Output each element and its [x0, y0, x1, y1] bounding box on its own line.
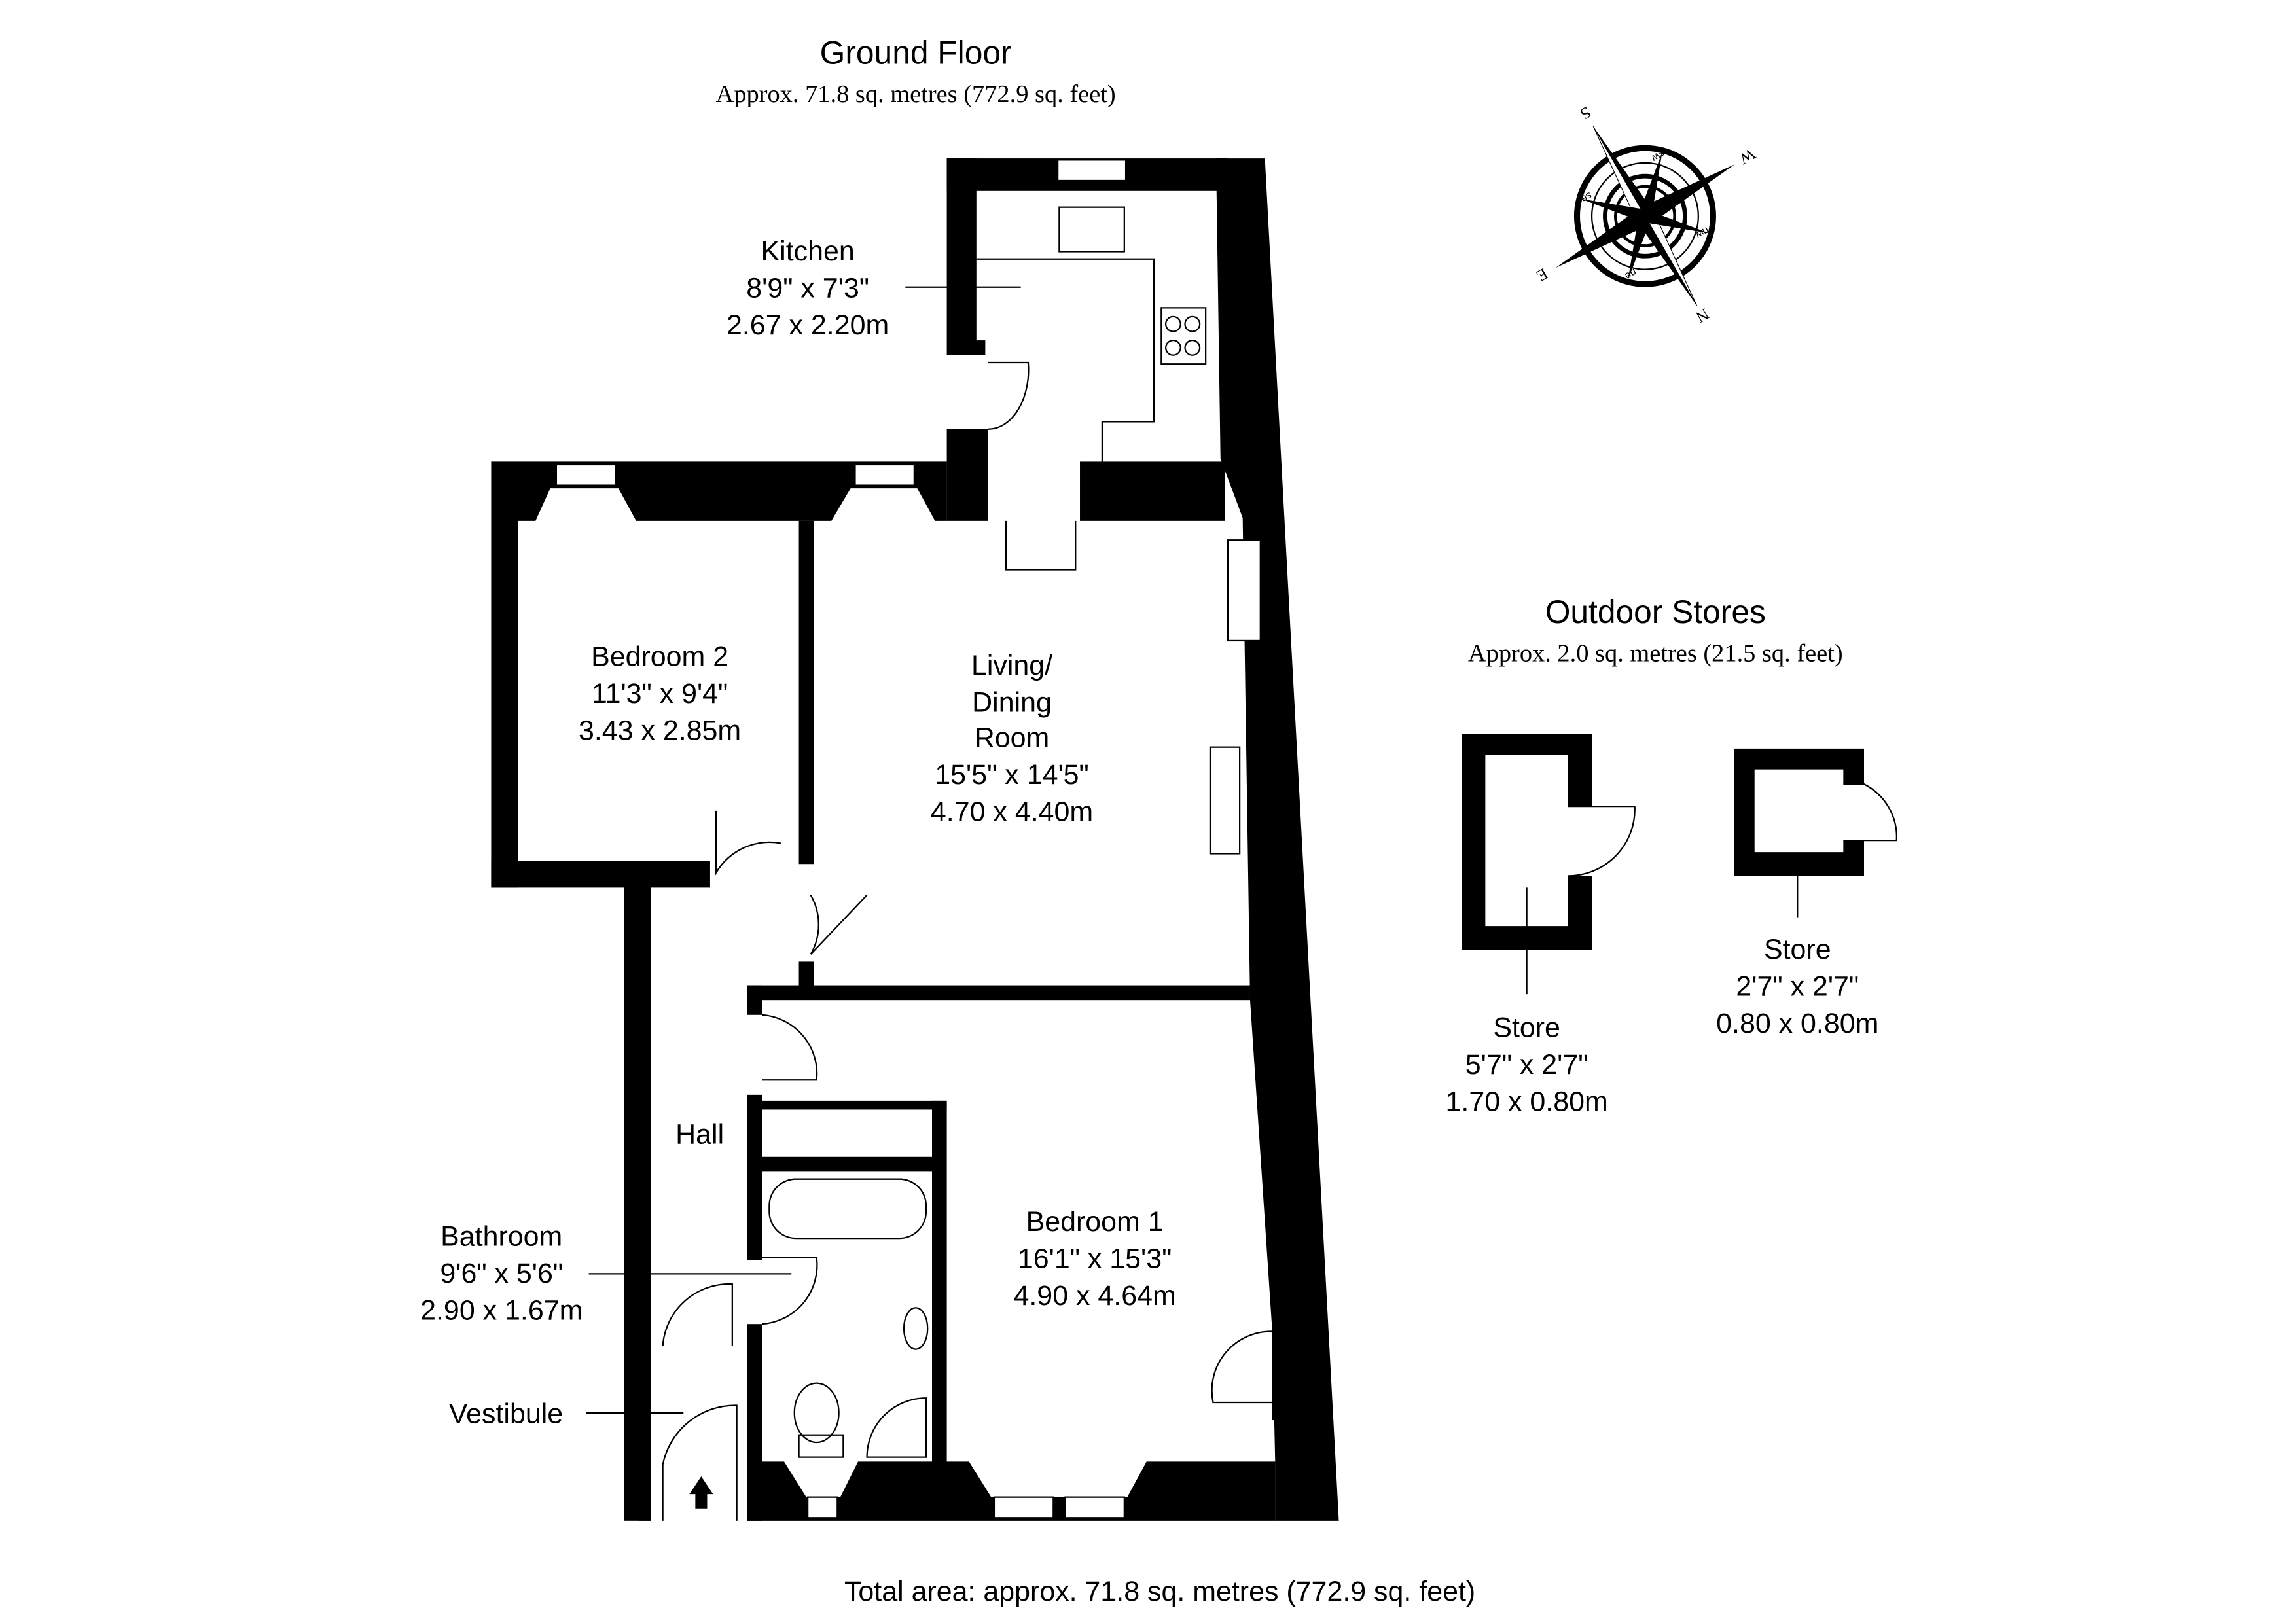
doors [662, 361, 1272, 1521]
floor-area: Approx. 71.8 sq. metres (772.9 sq. feet) [716, 80, 1116, 108]
room-name: Room [975, 722, 1050, 754]
total-area: Total area: approx. 71.8 sq. metres (772… [844, 1576, 1475, 1607]
room-size-imperial: 16'1" x 15'3" [1018, 1243, 1172, 1274]
windows [555, 159, 1261, 1519]
compass-ne: ne [1623, 266, 1638, 282]
compass-s: S [1577, 103, 1594, 122]
store-size-metric: 0.80 x 0.80m [1716, 1008, 1878, 1039]
bathroom-fixtures [768, 1178, 929, 1458]
room-size-metric: 3.43 x 2.85m [579, 715, 741, 746]
outdoor-title: Outdoor Stores [1545, 594, 1766, 630]
compass-se: se [1579, 190, 1594, 205]
walls [491, 158, 1339, 1521]
room-name: Dining [972, 687, 1052, 718]
room-size-imperial: 8'9" x 7'3" [746, 273, 869, 304]
room-name: Bedroom 2 [591, 641, 728, 672]
compass-e: E [1534, 264, 1551, 285]
room-size-metric: 4.90 x 4.64m [1014, 1280, 1176, 1311]
room-size-metric: 2.67 x 2.20m [726, 310, 889, 341]
room-size-metric: 4.70 x 4.40m [931, 796, 1093, 828]
room-hall: Hall [675, 1118, 724, 1150]
room-size-imperial: 11'3" x 9'4" [592, 678, 728, 709]
room-name: Living/ [971, 650, 1052, 681]
room-bedroom-2: Bedroom 2 11'3" x 9'4" 3.43 x 2.85m [579, 641, 741, 746]
store-size-imperial: 2'7" x 2'7" [1736, 971, 1859, 1002]
store-name: Store [1493, 1012, 1560, 1044]
store-1: Store 5'7" x 2'7" 1.70 x 0.80m [1446, 734, 1636, 1118]
room-size-imperial: 15'5" x 14'5" [935, 759, 1089, 791]
room-name: Bathroom [440, 1221, 562, 1252]
store-2: Store 2'7" x 2'7" 0.80 x 0.80m [1716, 748, 1897, 1039]
room-name: Bedroom 1 [1026, 1206, 1164, 1238]
floor-title: Ground Floor [820, 34, 1012, 71]
room-vestibule: Vestibule [449, 1399, 684, 1430]
room-living-dining: Living/ Dining Room 15'5" x 14'5" 4.70 x… [931, 650, 1093, 828]
room-size-imperial: 9'6" x 5'6" [440, 1258, 563, 1289]
room-name: Vestibule [449, 1399, 563, 1430]
store-size-imperial: 5'7" x 2'7" [1465, 1049, 1588, 1080]
room-bathroom: Bathroom 9'6" x 5'6" 2.90 x 1.67m [420, 1221, 792, 1326]
compass-n: N [1693, 304, 1712, 325]
room-kitchen: Kitchen 8'9" x 7'3" 2.67 x 2.20m [726, 236, 1021, 341]
compass-w: W [1736, 145, 1758, 168]
kitchen-fixtures [976, 206, 1207, 462]
room-name: Kitchen [761, 236, 855, 267]
store-size-metric: 1.70 x 0.80m [1446, 1086, 1608, 1118]
outdoor-area: Approx. 2.0 sq. metres (21.5 sq. feet) [1468, 640, 1843, 668]
room-size-metric: 2.90 x 1.67m [420, 1294, 583, 1326]
store-name: Store [1764, 934, 1831, 965]
compass-icon: N S E W ne nw se sw [1534, 103, 1758, 326]
room-bedroom-1: Bedroom 1 16'1" x 15'3" 4.90 x 4.64m [1014, 1206, 1176, 1311]
